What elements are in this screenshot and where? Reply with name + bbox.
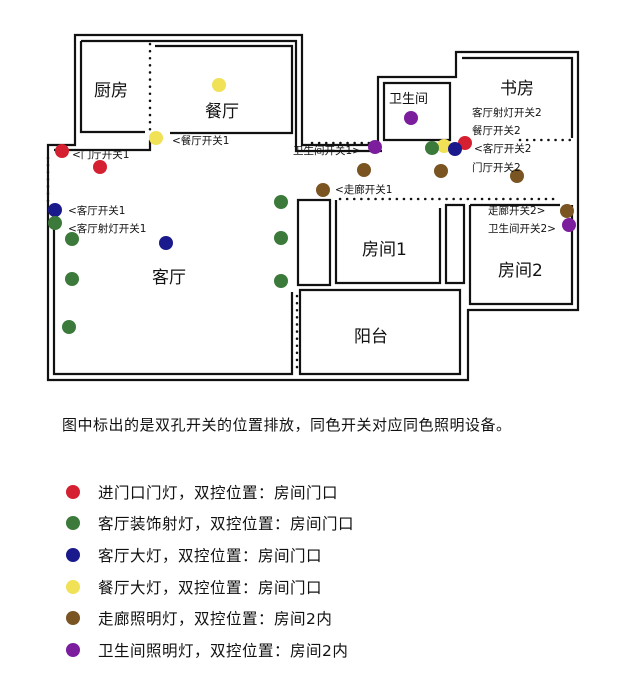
switch-label-living-1: <客厅开关1	[68, 205, 126, 217]
switch-label-bath-2: 卫生间开关2>	[488, 223, 556, 235]
light-marker-yellow	[149, 131, 163, 145]
legend-text: 进门口门灯，双控位置：房间门口	[98, 483, 339, 502]
switch-label-dining-2: 餐厅开关2	[472, 125, 521, 137]
light-marker-purple	[368, 140, 382, 154]
light-marker-blue	[48, 203, 62, 217]
light-marker-red	[93, 160, 107, 174]
room-bathroom: 卫生间	[389, 92, 429, 107]
switch-label-corridor-1: <走廊开关1	[335, 184, 393, 196]
light-marker-brown	[510, 169, 524, 183]
light-marker-blue	[448, 142, 462, 156]
legend-item: 走廊照明灯，双控位置：房间2内	[66, 602, 354, 634]
switch-label-living-2: <客厅开关2	[474, 143, 532, 155]
room-dining: 餐厅	[205, 102, 239, 122]
light-marker-green	[62, 320, 76, 334]
light-marker-green	[425, 141, 439, 155]
legend-item: 餐厅大灯，双控位置：房间门口	[66, 571, 354, 603]
legend: 进门口门灯，双控位置：房间门口 客厅装饰射灯，双控位置：房间门口 客厅大灯，双控…	[66, 476, 354, 666]
room-1: 房间1	[362, 240, 407, 260]
legend-text: 走廊照明灯，双控位置：房间2内	[98, 610, 333, 629]
light-marker-brown	[560, 204, 574, 218]
legend-item: 客厅大灯，双控位置：房间门口	[66, 539, 354, 571]
room-kitchen: 厨房	[94, 81, 128, 101]
switch-label-spot-2: 客厅射灯开关2	[472, 107, 542, 119]
legend-dot-green	[66, 516, 80, 531]
switch-label-bath-1: 卫生间开关1>	[293, 145, 361, 157]
light-marker-purple	[404, 111, 418, 125]
legend-dot-blue	[66, 547, 80, 562]
legend-item: 卫生间照明灯，双控位置：房间2内	[66, 634, 354, 666]
floor-plan	[46, 33, 580, 382]
legend-item: 客厅装饰射灯，双控位置：房间门口	[66, 508, 354, 540]
light-marker-green	[65, 272, 79, 286]
legend-dot-red	[66, 484, 80, 499]
legend-text: 餐厅大灯，双控位置：房间门口	[98, 578, 323, 597]
light-marker-green	[274, 231, 288, 245]
switch-label-foyer-1: <门厅开关1	[72, 149, 130, 161]
light-marker-green	[48, 216, 62, 230]
legend-dot-purple	[66, 642, 80, 657]
room-2: 房间2	[498, 261, 543, 281]
legend-dot-brown	[66, 611, 80, 626]
light-marker-yellow	[437, 139, 451, 153]
legend-text: 客厅装饰射灯，双控位置：房间门口	[98, 515, 355, 534]
light-marker-red	[55, 144, 69, 158]
room-living: 客厅	[152, 268, 186, 288]
legend-dot-yellow	[66, 579, 80, 594]
legend-text: 卫生间照明灯，双控位置：房间2内	[98, 641, 349, 660]
room-study: 书房	[500, 79, 534, 99]
light-marker-green	[274, 195, 288, 209]
switch-label-corridor-2: 走廊开关2>	[488, 205, 546, 217]
light-marker-brown	[357, 163, 371, 177]
switch-label-spot-1: <客厅射灯开关1	[68, 223, 147, 235]
caption: 图中标出的是双孔开关的位置排放，同色开关对应同色照明设备。	[62, 416, 512, 434]
light-marker-brown	[434, 164, 448, 178]
light-marker-brown	[316, 183, 330, 197]
light-marker-green	[65, 232, 79, 246]
light-marker-purple	[562, 218, 576, 232]
light-marker-green	[274, 274, 288, 288]
legend-item: 进门口门灯，双控位置：房间门口	[66, 476, 354, 508]
legend-text: 客厅大灯，双控位置：房间门口	[98, 546, 323, 565]
light-marker-yellow	[212, 78, 226, 92]
switch-label-dining-1: <餐厅开关1	[172, 135, 230, 147]
light-marker-blue	[159, 236, 173, 250]
switch-label-foyer-2: 门厅开关2	[472, 162, 521, 174]
room-balcony: 阳台	[354, 327, 388, 347]
